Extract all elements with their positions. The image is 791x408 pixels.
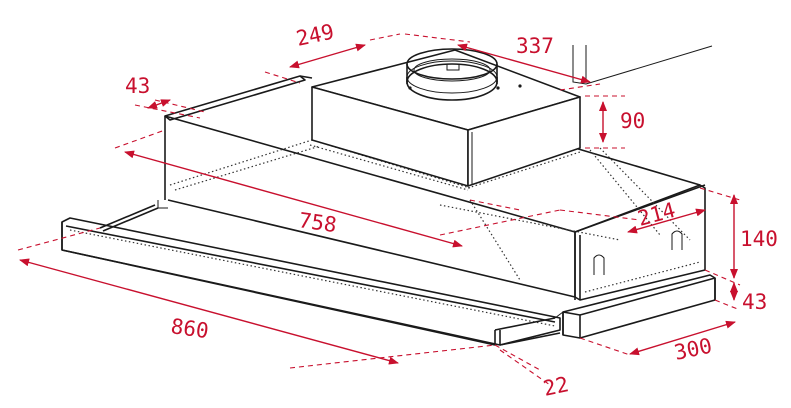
dim-300: 300 [672,334,714,365]
dim-249: 249 [294,20,336,51]
wall-cabinet-outline [572,45,713,85]
dim-43-base: 43 [742,290,767,314]
dim-140: 140 [740,227,778,251]
dim-90: 90 [620,109,645,133]
dim-860: 860 [169,314,210,343]
dimension-arrows [19,43,738,365]
dim-337: 337 [516,34,554,58]
dimension-labels: 249 337 43 90 758 214 140 43 860 300 22 [125,20,778,401]
dim-22: 22 [541,372,571,401]
dim-43-top: 43 [125,74,150,98]
dim-758: 758 [297,208,338,237]
